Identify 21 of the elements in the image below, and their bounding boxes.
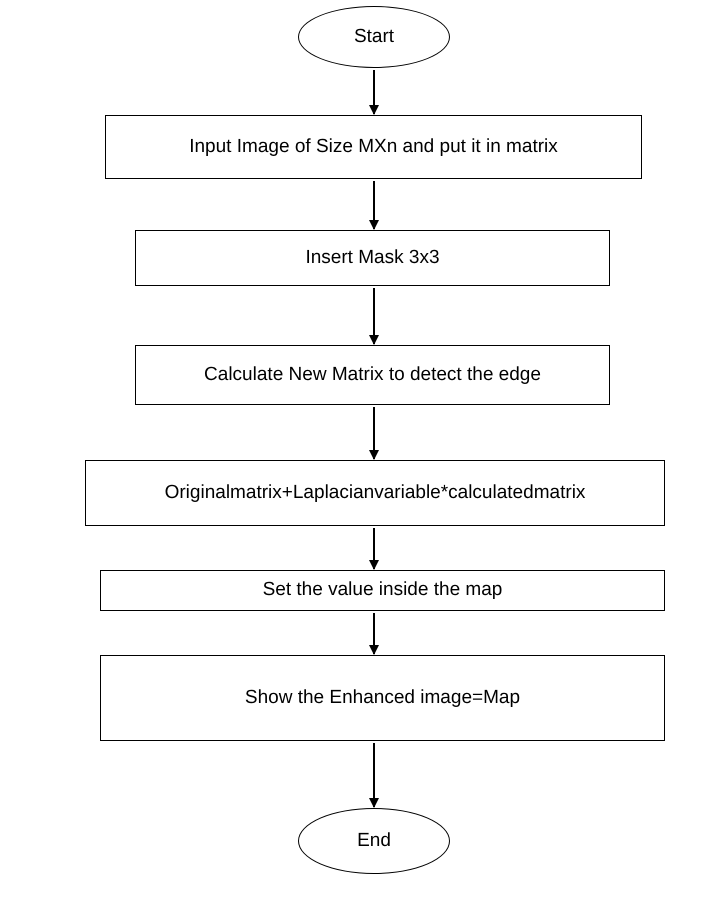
node-text: End	[356, 828, 392, 853]
node-text: Originalmatrix+Laplacianvariable*calculatedmatrix	[164, 480, 586, 505]
arrow	[369, 743, 379, 808]
arrow	[369, 181, 379, 230]
process-box	[100, 570, 665, 611]
arrow	[369, 613, 379, 655]
node-text: Set the value inside the map	[262, 578, 504, 602]
node-text: Show the Enhanced image=Map	[244, 686, 522, 710]
node-text: Input Image of Size MXn and put it in matrix	[188, 134, 559, 159]
arrow	[369, 288, 379, 345]
process-box	[135, 230, 610, 286]
process-box	[100, 655, 665, 741]
arrow	[369, 407, 379, 460]
node-text: Start	[352, 24, 396, 49]
arrow	[369, 528, 379, 570]
arrow	[369, 70, 379, 115]
node-text: Insert Mask 3x3	[304, 246, 441, 270]
process-box	[105, 115, 642, 179]
node-text: Calculate New Matrix to detect the edge	[203, 362, 542, 387]
process-box	[85, 460, 665, 526]
process-box	[135, 345, 610, 405]
